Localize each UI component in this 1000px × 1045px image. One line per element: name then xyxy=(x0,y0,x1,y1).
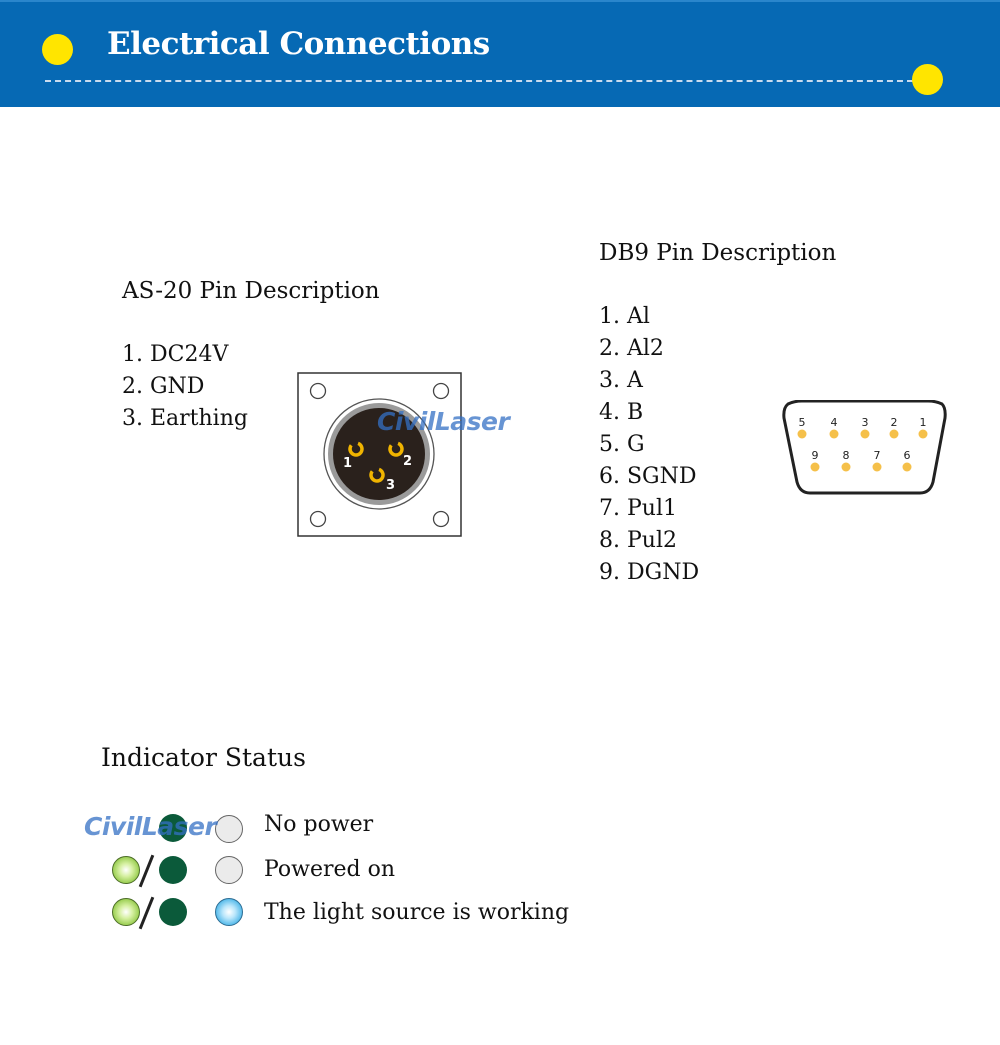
db9-pin-item: 8. Pul2 xyxy=(599,528,677,553)
connector-face xyxy=(333,408,425,500)
mount-hole-icon xyxy=(309,382,327,400)
pin-label: 5 xyxy=(799,416,806,429)
mount-hole-icon xyxy=(432,510,450,528)
pin-dot-icon xyxy=(860,429,870,439)
db9-pin-item: 1. Al xyxy=(599,304,650,329)
pin-dot-icon xyxy=(841,462,851,472)
slash-separator xyxy=(138,854,155,888)
pin-label: 9 xyxy=(812,449,819,462)
indicator-label: The light source is working xyxy=(264,900,570,925)
header-banner: Electrical Connections xyxy=(0,0,1000,107)
pin-label: 1 xyxy=(920,416,927,429)
as20-pin-list: 1. DC24V 2. GND 3. Earthing xyxy=(122,339,248,435)
as20-pin-item: 3. Earthing xyxy=(122,406,248,431)
indicator-label: No power xyxy=(264,812,374,837)
mount-hole-icon xyxy=(309,510,327,528)
pin-label: 2 xyxy=(403,454,412,469)
pin-dot-icon xyxy=(872,462,882,472)
dashed-divider xyxy=(45,80,913,82)
mount-hole-icon xyxy=(432,382,450,400)
db9-pin-item: 7. Pul1 xyxy=(599,496,677,521)
pin-label: 4 xyxy=(831,416,838,429)
pin-label: 3 xyxy=(386,478,395,493)
pin-dot-icon xyxy=(918,429,928,439)
pin-dot-icon xyxy=(902,462,912,472)
pin-label: 1 xyxy=(343,456,352,471)
indicator-row-no-power: No power xyxy=(0,810,1000,850)
db9-pin-item: 2. Al2 xyxy=(599,336,664,361)
watermark-logo: CivilLaser xyxy=(377,407,510,436)
db9-pin-item: 5. G xyxy=(599,432,645,457)
db9-pin-list: 1. Al 2. Al2 3. A 4. B 5. G 6. SGND 7. P… xyxy=(599,301,699,589)
page-title: Electrical Connections xyxy=(107,26,490,62)
yellow-dot-icon xyxy=(912,64,943,95)
dark-green-led-icon xyxy=(159,814,187,842)
db9-shell xyxy=(782,400,947,495)
indicator-row-powered-on: Powered on xyxy=(0,854,1000,896)
pin-label: 8 xyxy=(843,449,850,462)
pin-3-icon xyxy=(369,467,385,483)
pin-1-icon xyxy=(348,441,364,457)
slash-separator xyxy=(138,896,155,930)
pin-label: 6 xyxy=(904,449,911,462)
as20-connector-diagram: 1 2 3 xyxy=(297,372,462,537)
watermark-logo: CivilLaser xyxy=(84,812,217,841)
db9-pin-item: 6. SGND xyxy=(599,464,697,489)
pin-label: 2 xyxy=(891,416,898,429)
pin-label: 7 xyxy=(874,449,881,462)
db9-connector-diagram: 5 4 3 2 1 9 8 7 6 xyxy=(782,400,947,495)
dark-green-led-icon xyxy=(159,856,187,884)
as20-pin-item: 2. GND xyxy=(122,374,205,399)
pin-dot-icon xyxy=(889,429,899,439)
as20-pin-item: 1. DC24V xyxy=(122,342,229,367)
db9-heading: DB9 Pin Description xyxy=(599,240,837,266)
db9-pin-item: 9. DGND xyxy=(599,560,700,585)
indicator-row-working: The light source is working xyxy=(0,896,1000,938)
pin-label: 3 xyxy=(862,416,869,429)
yellow-dot-icon xyxy=(42,34,73,65)
indicator-label: Powered on xyxy=(264,857,396,882)
pin-2-icon xyxy=(388,441,404,457)
pin-dot-icon xyxy=(810,462,820,472)
light-green-led-icon xyxy=(112,898,140,926)
grey-led-icon xyxy=(215,856,243,884)
blue-led-icon xyxy=(215,898,243,926)
as20-heading: AS-20 Pin Description xyxy=(122,278,380,304)
dark-green-led-icon xyxy=(159,898,187,926)
db9-pin-item: 4. B xyxy=(599,400,644,425)
db9-pin-item: 3. A xyxy=(599,368,643,393)
grey-led-icon xyxy=(215,815,243,843)
indicator-heading: Indicator Status xyxy=(101,743,306,772)
light-green-led-icon xyxy=(112,856,140,884)
pin-dot-icon xyxy=(829,429,839,439)
pin-dot-icon xyxy=(797,429,807,439)
